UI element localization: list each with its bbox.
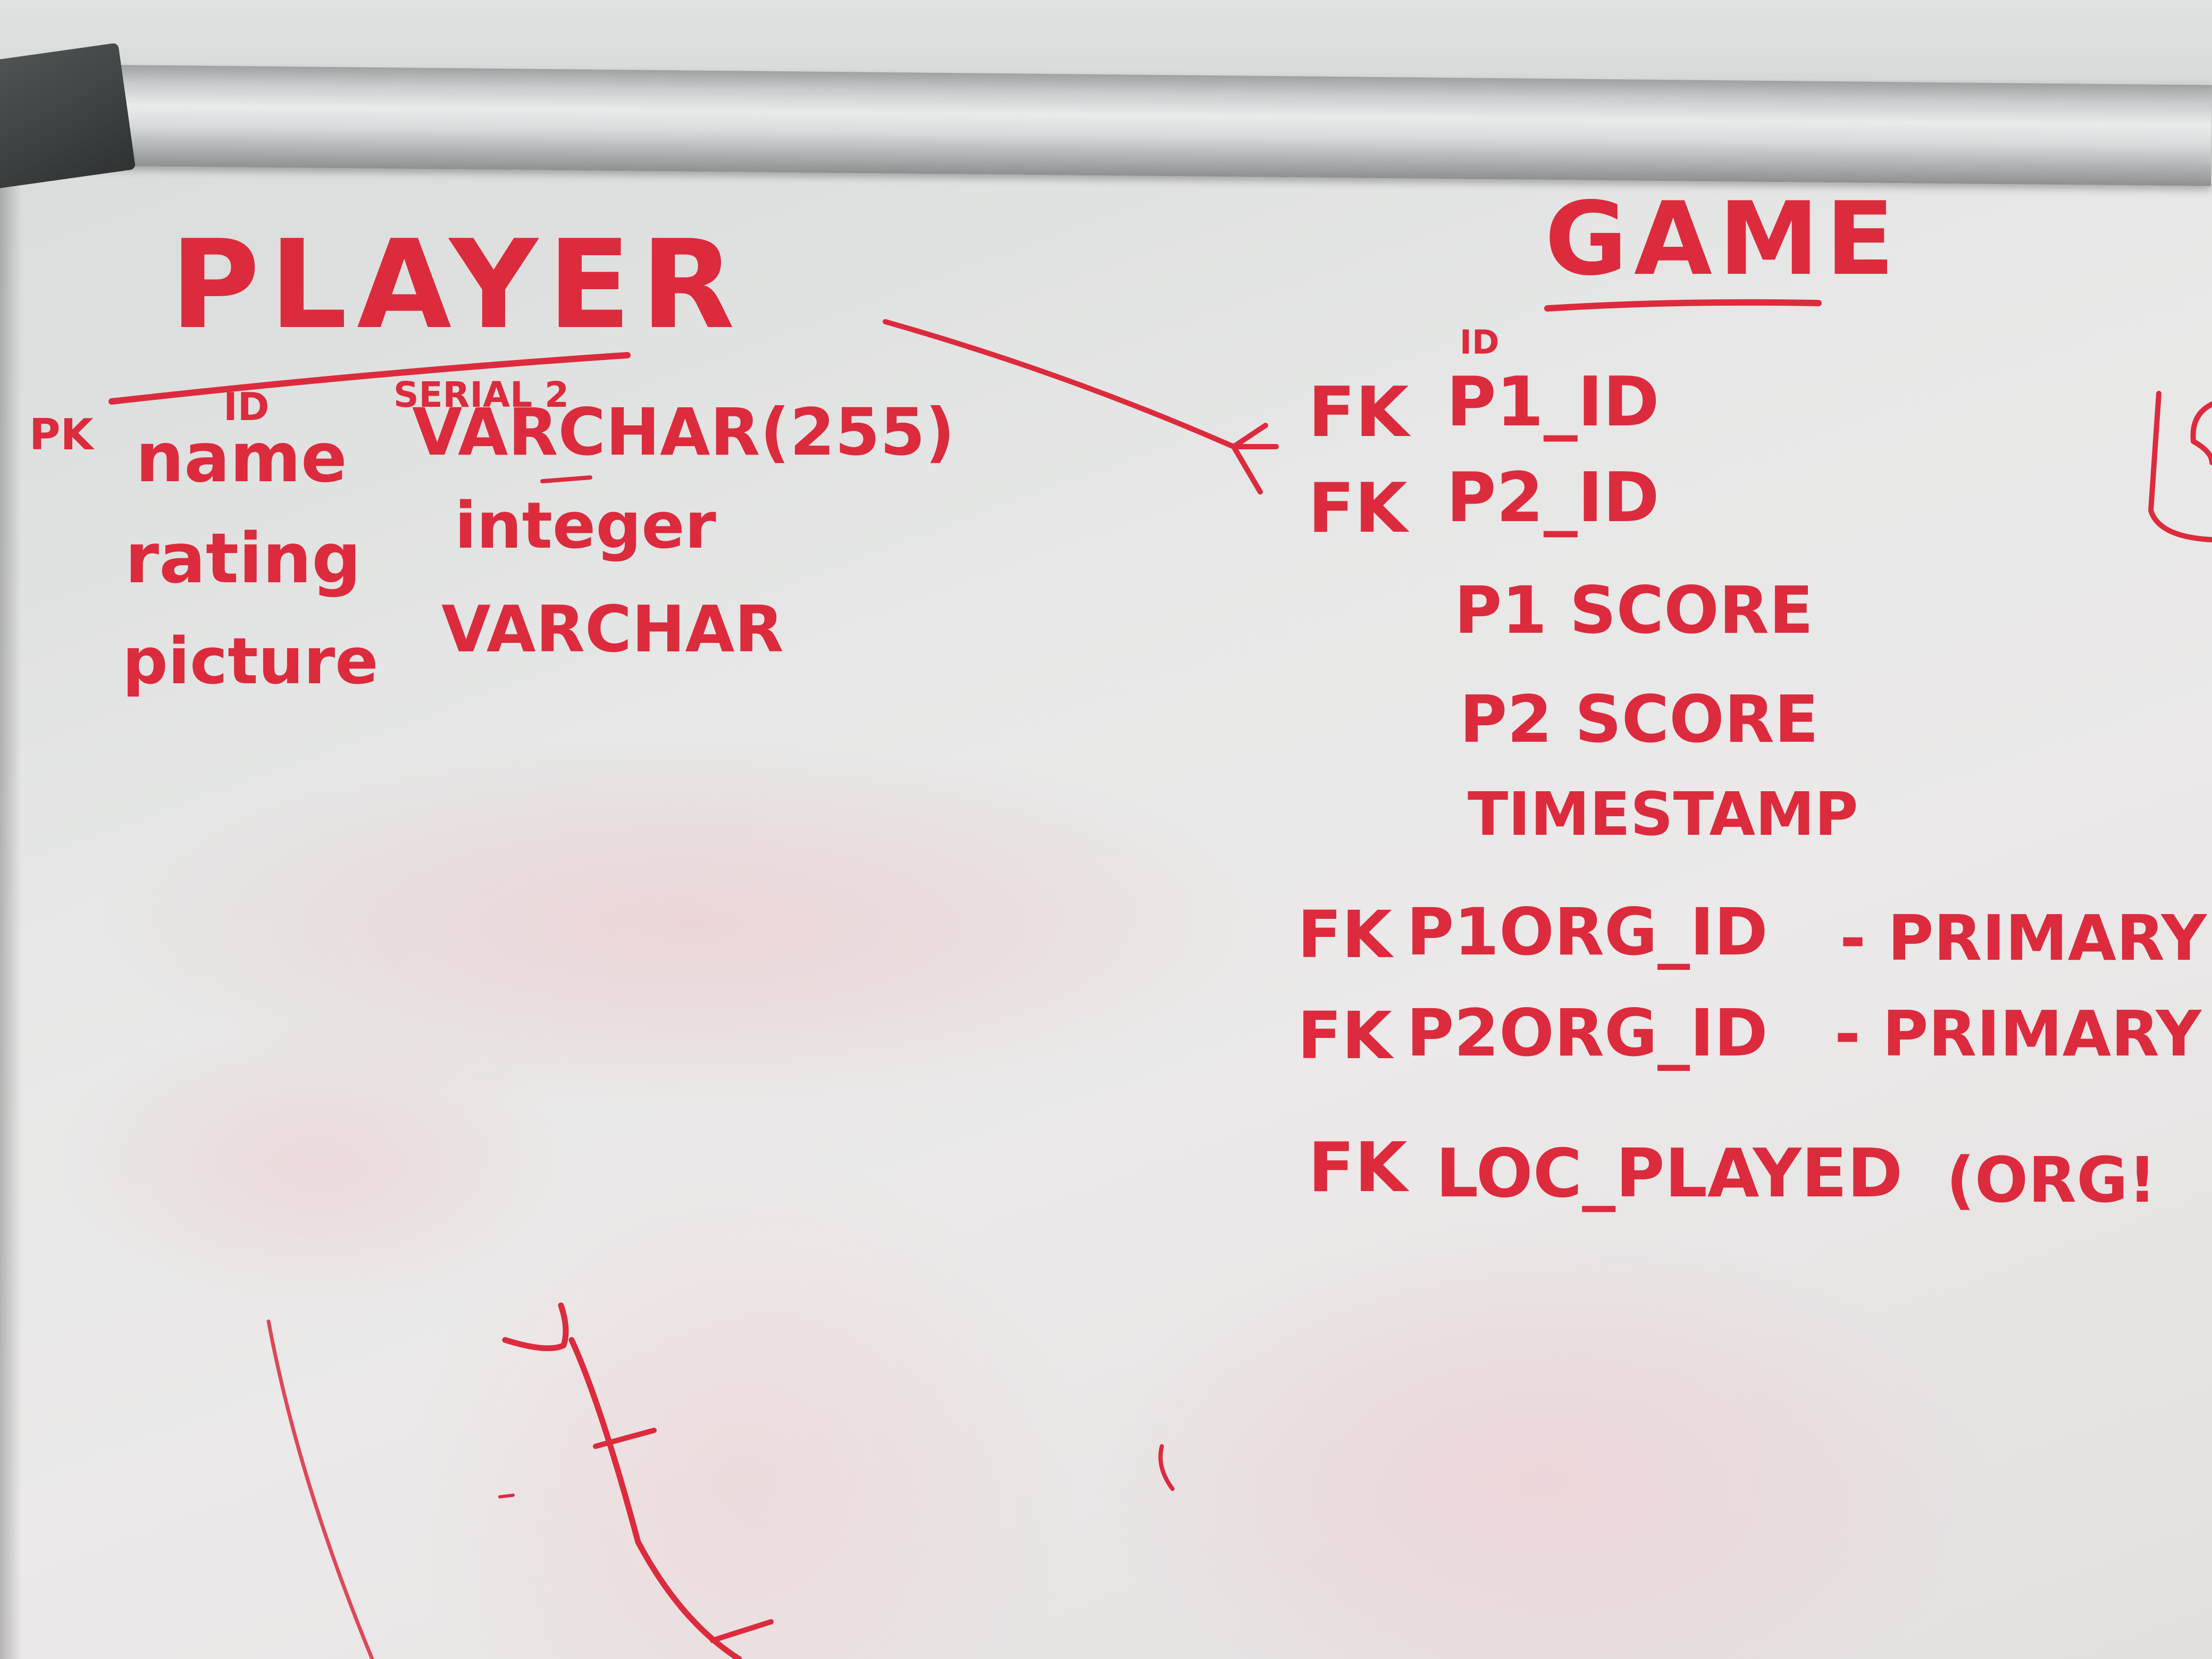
wall: [0, 0, 2212, 80]
game-fk2-prefix: FK: [1308, 469, 1410, 548]
game-fk1-field: P1_ID: [1446, 363, 1660, 442]
player-type-rating: integer: [455, 489, 716, 563]
player-serial-label: SERIAL 2: [393, 374, 569, 415]
game-org1-note: - PRIMARY: [1840, 901, 2207, 975]
game-p1-score: P1 SCORE: [1454, 573, 1813, 648]
game-fk2-field: P2_ID: [1446, 458, 1660, 538]
game-loc-field: LOC_PLAYED: [1436, 1134, 1903, 1212]
player-pk-label: PK: [29, 410, 95, 459]
partial-bracket-right: [2148, 391, 2212, 542]
sketch-line-right: [568, 1337, 742, 1659]
crowfoot-upper: [1231, 423, 1268, 449]
game-loc-note: (ORG!: [1946, 1143, 2157, 1217]
player-entity: PLAYER PK ID SERIAL 2 name VARCHAR(255) …: [29, 214, 955, 699]
player-field-rating: rating: [125, 518, 361, 599]
game-org2-field: P2ORG_ID: [1406, 995, 1768, 1071]
player-field-name: name: [136, 418, 347, 498]
player-type-name: VARCHAR(255): [412, 395, 955, 470]
game-org1-prefix: FK: [1297, 897, 1394, 973]
sketch-mark: [498, 1494, 515, 1498]
game-org1-field: P1ORG_ID: [1406, 894, 1768, 970]
relationship-connector: [883, 319, 1236, 449]
relationship-line: [883, 319, 1279, 495]
game-id-label: ID: [1460, 323, 1499, 362]
lower-sketch: [266, 1302, 1175, 1659]
whiteboard-surface: [0, 154, 2212, 1659]
game-title-underline: [1544, 299, 1822, 312]
game-p2-score: P2 SCORE: [1460, 682, 1819, 757]
game-fk1-prefix: FK: [1308, 372, 1411, 453]
game-org2-prefix: FK: [1297, 998, 1394, 1074]
crowfoot-lower: [1231, 444, 1263, 495]
player-type-picture: VARCHAR: [441, 593, 784, 667]
game-org2-note: - PRIMARY: [1834, 997, 2202, 1070]
player-id-label: ID: [223, 384, 270, 429]
sketch-line-left: [266, 1319, 374, 1659]
sketch-tick-upper: [593, 1428, 657, 1449]
player-title-underline: [108, 352, 631, 405]
sketch-tick-lower: [710, 1619, 774, 1643]
player-type-name-dash: [540, 475, 592, 483]
sketch-arrow-head: [502, 1302, 569, 1352]
sketch-fragment: [1158, 1444, 1175, 1491]
partial-letter-right: [2190, 401, 2212, 465]
game-timestamp: TIMESTAMP: [1468, 780, 1858, 849]
board-edge-shadow: [0, 154, 21, 1659]
game-entity: GAME ID FK P1_ID FK P2_ID P1 SCORE P2 SC…: [1297, 180, 2207, 1217]
player-title: PLAYER: [170, 214, 744, 356]
player-field-picture: picture: [122, 625, 379, 699]
game-title: GAME: [1545, 180, 1901, 298]
game-loc-prefix: FK: [1308, 1128, 1410, 1208]
